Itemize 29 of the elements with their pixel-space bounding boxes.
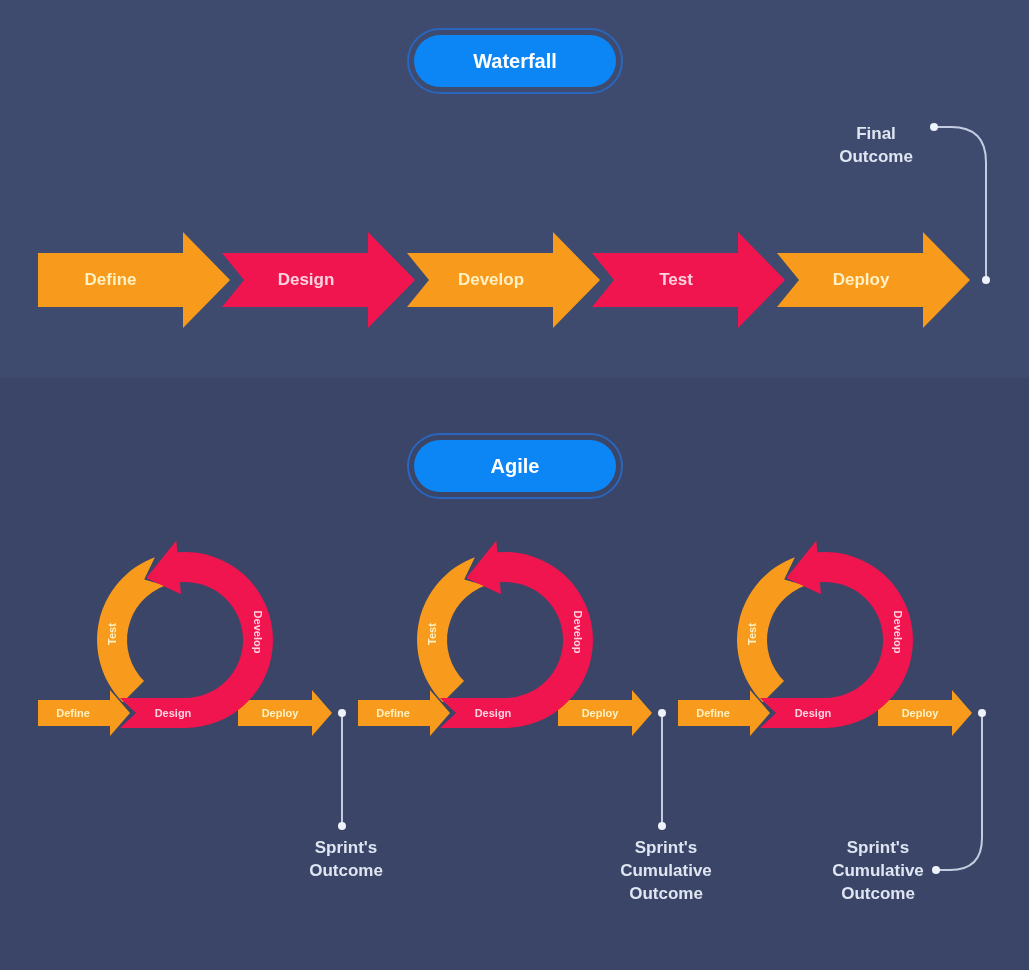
stage-label: Design [154, 707, 192, 719]
stage-label: Develop [251, 610, 264, 654]
leader-line [932, 709, 986, 874]
title-pill: Agile [407, 433, 623, 499]
stage-label: Develop [891, 610, 904, 654]
outcome-label: Sprint's Cumulative Outcome [826, 826, 930, 905]
stage-label: Define [376, 707, 410, 719]
stage-label: Test [106, 622, 119, 645]
outcome-label: Sprint's Outcome [296, 826, 396, 882]
stage-label: Develop [457, 270, 525, 290]
stage-label: Design [474, 707, 512, 719]
leader-line [658, 709, 666, 830]
outcome-label: Final Outcome [826, 112, 926, 168]
stage-label: Test [746, 622, 759, 645]
stage-label: Test [426, 622, 439, 645]
stage-label: Define [56, 707, 90, 719]
stage-label: Test [659, 270, 693, 290]
stage-label: Define [84, 270, 137, 290]
outcome-label: Sprint's Cumulative Outcome [611, 826, 721, 905]
stage-label: Deploy [832, 270, 890, 290]
stage-label: Design [794, 707, 832, 719]
stage-label: Design [277, 270, 335, 290]
stage-label: Develop [571, 610, 584, 654]
stage-label: Deploy [261, 707, 299, 719]
stage-label: Deploy [581, 707, 619, 719]
leader-line [338, 709, 346, 830]
leader-line [930, 123, 990, 284]
stage-label: Define [696, 707, 730, 719]
stage-label: Deploy [901, 707, 939, 719]
